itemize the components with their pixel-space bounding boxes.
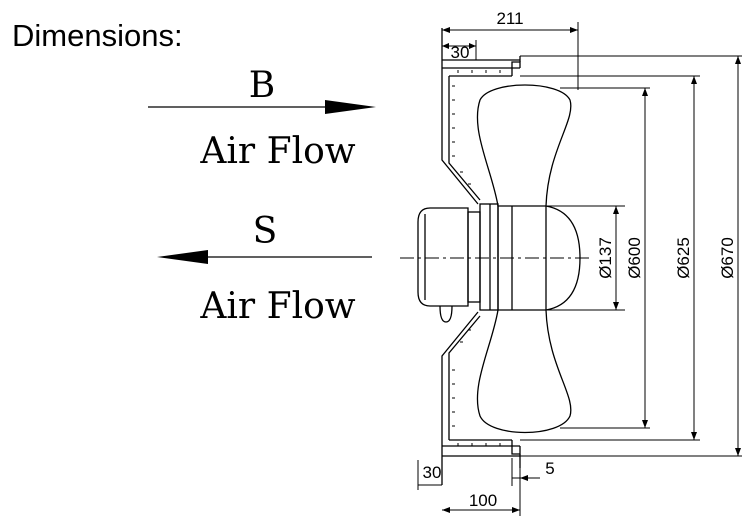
dimension-arrowheads — [442, 27, 741, 513]
airflow-s-arrow — [157, 250, 372, 264]
dim-hub-diameter: Ø137 — [596, 237, 615, 279]
motor — [417, 203, 581, 323]
dimension-lines — [417, 22, 742, 516]
airflow-s-letter: S — [253, 211, 278, 252]
housing-top — [441, 28, 521, 205]
airflow-b-label: Air Flow — [199, 131, 355, 172]
dim-blade-diameter: Ø600 — [625, 237, 644, 279]
dim-bottom-flange: 30 — [423, 463, 442, 482]
airflow-s-label: Air Flow — [199, 286, 355, 327]
fan-blade-bottom — [476, 309, 572, 434]
dim-ring-diameter: Ø625 — [674, 237, 693, 279]
fan-blade-top — [476, 84, 572, 207]
dim-offset: 5 — [545, 459, 554, 478]
dim-base-depth: 100 — [469, 491, 497, 510]
dim-overall-depth: 211 — [496, 9, 523, 28]
dim-top-flange: 30 — [451, 43, 470, 62]
airflow-b-arrow — [148, 100, 376, 114]
rivet-marks — [452, 70, 501, 446]
dim-outer-diameter: Ø670 — [718, 237, 737, 279]
housing-bottom — [441, 311, 521, 485]
page-title: Dimensions: — [12, 18, 183, 53]
airflow-b-letter: B — [249, 65, 275, 106]
